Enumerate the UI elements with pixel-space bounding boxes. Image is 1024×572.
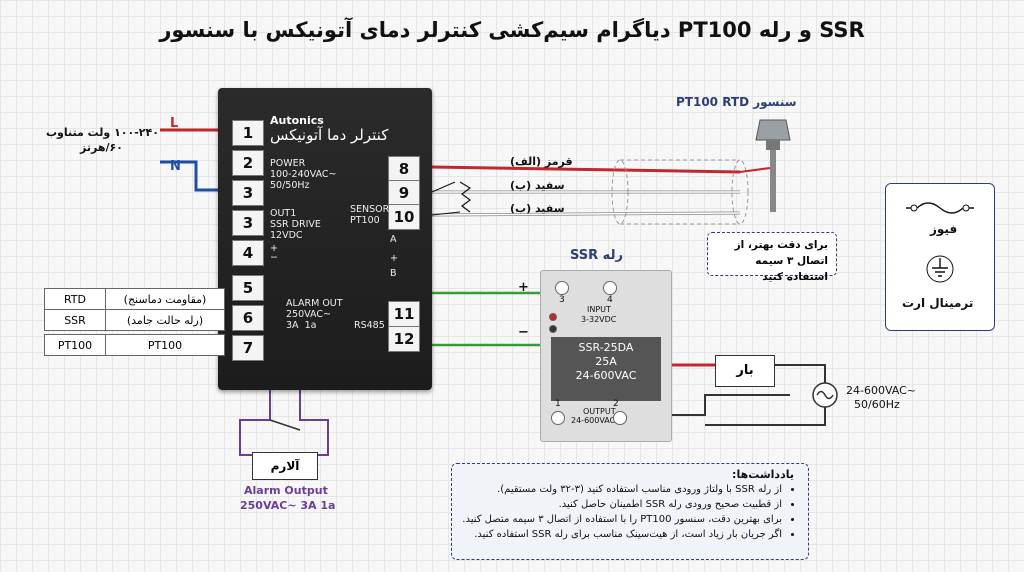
terminal-6: 6 [232, 305, 264, 331]
table-value: (مقاومت دماسنج) [105, 288, 225, 310]
ssr-body: SSR-25DA 25A 24-600VAC [551, 337, 661, 401]
ssr-input: INPUT [587, 305, 611, 314]
table-key: RTD [44, 288, 106, 310]
symbol-legend: فیوز ترمینال ارت [885, 183, 995, 331]
terminal-2: 2 [232, 150, 264, 176]
load-freq: 50/60Hz [854, 398, 900, 411]
ssr-range: 24-600VAC [575, 369, 637, 382]
terminal-9: 9 [388, 180, 420, 206]
rtd-plus: + [390, 253, 398, 264]
table-value: (رله حالت جامد) [105, 309, 225, 331]
table-value: PT100 [105, 334, 225, 356]
ssr-terminal-1-icon [551, 411, 565, 425]
terminal-7: 7 [232, 335, 264, 361]
note-item: از رله SSR با ولتاژ ورودی مناسب استفاده … [452, 483, 782, 497]
sensor-title: سنسور PT100 RTD [676, 95, 797, 109]
legend-fuse: فیوز [930, 222, 958, 236]
load-box: بار [715, 355, 775, 387]
wire-alarm [239, 390, 329, 456]
controller-name: کنترلر دما آتونیکس [270, 126, 389, 144]
legend-earth: ترمینال ارت [902, 296, 974, 310]
out1-minus: − [270, 252, 278, 263]
page-title: دیاگرام سیم‌کشی کنترلر دمای آتونیکس با س… [159, 18, 865, 42]
ssr-terminal-3-icon [555, 281, 569, 295]
terminal-3a: 3 [232, 180, 264, 206]
out1-spec: OUT1 SSR DRIVE 12VDC [270, 208, 321, 241]
ssr-output: OUTPUT [583, 407, 616, 416]
terminal-1: 1 [232, 120, 264, 146]
controller-brand: Autonics [270, 114, 324, 127]
sensor-head-icon [755, 119, 791, 150]
alarm-spec: ALARM OUT 250VAC~ 3A 1a [286, 298, 343, 331]
ssr-output-range: 24-600VAC [571, 416, 616, 425]
terminal-3b: 3 [232, 210, 264, 236]
fuse-icon [906, 202, 974, 214]
table-row: SSR (رله حالت جامد) [44, 309, 225, 331]
ssr-title: رله SSR [570, 248, 623, 263]
load-supply: 24-600VAC~ [846, 384, 917, 397]
ssr-t2: 2 [613, 399, 619, 409]
ssr-terminal-4-icon [603, 281, 617, 295]
table-key: PT100 [44, 334, 106, 356]
label-l: L [170, 116, 179, 131]
notes-title: یادداشت‌ها: [732, 468, 794, 481]
abbreviation-table: RTD (مقاومت دماسنج) SSR (رله حالت جامد) [44, 288, 225, 331]
ssr-relay: 3 4 INPUT 3-32VDC SSR-25DA 25A 24-600VAC… [540, 270, 672, 442]
wire-white1-label: سفید (ب) [510, 179, 565, 192]
power-supply: ۱۰۰-۲۴۰ ولت متناوب [46, 126, 159, 139]
alarm-out-spec: 250VAC~ 3A 1a [240, 499, 336, 512]
wire-load-ac [775, 364, 826, 385]
alarm-out-title: Alarm Output [244, 484, 328, 497]
pt100-table: PT100 PT100 [44, 334, 225, 356]
note-item: برای بهترین دقت، سنسور PT100 را با استفا… [452, 513, 782, 527]
earth-icon [926, 255, 954, 283]
rs485-label: RS485 [354, 320, 385, 331]
wire-red [431, 165, 741, 174]
note-item: اگر جریان بار زیاد است، از هیت‌سینک مناس… [452, 528, 782, 542]
ssr-t3: 3 [559, 295, 565, 305]
led-red-icon [549, 313, 557, 321]
wire-red-label: قرمز (الف) [510, 155, 573, 168]
terminal-4: 4 [232, 240, 264, 266]
note-item: از قطبیت صحیح ورودی رله SSR اطمینان حاصل… [452, 498, 782, 512]
out1-plus: + [270, 243, 278, 254]
rtd-a: A [390, 234, 397, 245]
rtd-symbol-icon [459, 181, 472, 213]
alarm-box: آلارم [252, 452, 318, 480]
ssr-model: SSR-25DA [578, 341, 634, 354]
terminal-8: 8 [388, 156, 420, 182]
wire-white2-in [431, 212, 741, 216]
notes-list: از رله SSR با ولتاژ ورودی مناسب استفاده … [452, 483, 794, 542]
temperature-controller: Autonics کنترلر دما آتونیکس 1 2 3 3 4 5 … [218, 88, 432, 390]
power-spec: POWER 100-240VAC~ 50/50Hz [270, 158, 337, 191]
terminal-10: 10 [388, 204, 420, 230]
label-n: N [170, 159, 181, 174]
rtd-b: B [390, 268, 397, 279]
table-row: PT100 PT100 [44, 334, 225, 356]
terminal-12: 12 [388, 326, 420, 352]
table-key: SSR [44, 309, 106, 331]
wire-white2-label: سفید (ب) [510, 202, 565, 215]
ssr-terminal-2-icon [613, 411, 627, 425]
ssr-input-range: 3-32VDC [581, 315, 617, 324]
terminal-11: 11 [388, 301, 420, 327]
ssr-t4: 4 [607, 295, 613, 305]
power-freq: ۶۰/هرتز [80, 141, 123, 154]
ssr-amps: 25A [595, 355, 617, 368]
led-black-icon [549, 325, 557, 333]
sensor-spec: SENSOR PT100 [350, 204, 390, 226]
ssr-plus: + [518, 280, 529, 295]
terminal-5: 5 [232, 275, 264, 301]
ssr-minus: − [518, 325, 529, 340]
table-row: RTD (مقاومت دماسنج) [44, 288, 225, 310]
wire-n [160, 160, 233, 192]
sensor-note: برای دقت بهتر، از اتصال ۳ سیمه استفاده ک… [707, 232, 837, 283]
notes-box: یادداشت‌ها: از رله SSR با ولتاژ ورودی من… [451, 463, 809, 560]
ssr-t1: 1 [555, 399, 561, 409]
